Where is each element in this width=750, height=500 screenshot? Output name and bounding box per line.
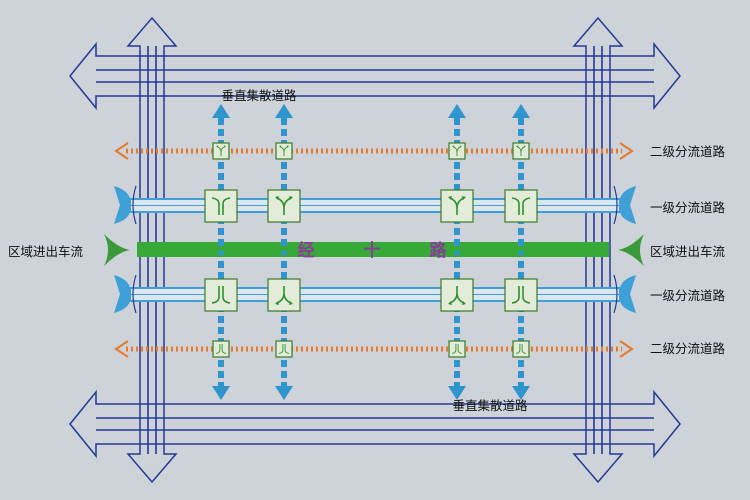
junction-small-bottom-4 [512,340,530,358]
junction-large-bottom-1 [204,278,238,312]
label-regional-left: 区域进出车流 [8,244,84,259]
regional-flow-right-arrow [618,234,644,266]
label-primary-top: 一级分流道路 [650,200,726,215]
label-vertical-collector-bottom: 垂直集散道路 [452,398,528,413]
main-road-char-1: 经 [298,240,315,261]
main-road-bar [137,242,609,257]
regional-flow-left-arrow [104,234,130,266]
junction-small-bottom-3 [448,340,466,358]
primary-roads [114,185,636,314]
junction-large-top-1 [204,189,238,223]
junction-small-bottom-1 [212,340,230,358]
outer-frame-roads [69,16,681,484]
main-road-char-2: 十 [364,240,381,261]
vertical-collector-arrowheads [212,104,530,400]
junction-small-bottom-2 [275,340,293,358]
junction-large-top-4 [504,189,538,223]
label-vertical-collector-top: 垂直集散道路 [221,88,297,103]
main-road-char-3: 路 [430,240,448,261]
secondary-roads [114,142,634,358]
label-primary-bottom: 一级分流道路 [650,288,726,303]
junction-large-bottom-4 [504,278,538,312]
label-secondary-top: 二级分流道路 [650,144,726,159]
label-secondary-bottom: 二级分流道路 [650,341,726,356]
label-regional-right: 区域进出车流 [650,244,726,259]
